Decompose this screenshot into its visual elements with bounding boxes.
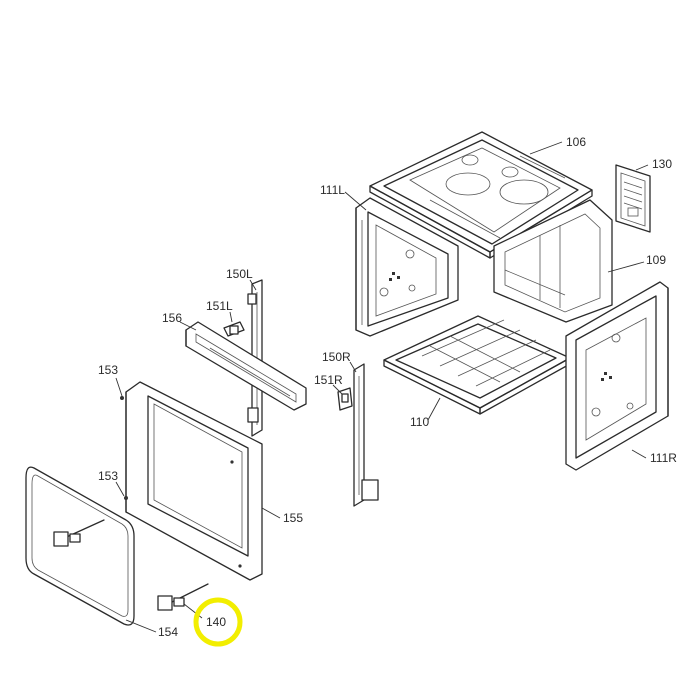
part-109-rear-wall	[493, 199, 613, 323]
part-156-door-top-frame	[185, 321, 307, 411]
callout-150R: 150R	[322, 350, 351, 364]
part-130-vent-cover	[615, 164, 651, 233]
highlight-ring	[193, 597, 243, 647]
callout-111L: 111L	[320, 183, 345, 197]
part-140-door-hinge-lower	[157, 583, 209, 611]
part-106-top-panel	[369, 131, 593, 259]
callout-155: 155	[283, 511, 303, 525]
callout-labels: 106 130 111L 109 150L 151L 156 150R 151R…	[98, 135, 677, 639]
callout-140: 140	[206, 615, 226, 629]
part-151L-left-hinge-bracket	[223, 321, 245, 337]
screw-153-upper	[120, 396, 124, 400]
part-154-outer-door-glass	[25, 466, 135, 626]
part-155-door-inner-frame	[125, 381, 263, 581]
part-150R-right-hinge-channel	[353, 363, 379, 507]
callout-151L: 151L	[206, 299, 233, 313]
part-110-oven-floor	[383, 315, 571, 415]
part-111L-left-side-wall	[355, 197, 459, 337]
callout-109: 109	[646, 253, 666, 267]
callout-110: 110	[410, 415, 429, 429]
callout-153-upper: 153	[98, 363, 118, 377]
callout-154: 154	[158, 625, 178, 639]
part-151R-right-hinge-bracket	[337, 387, 353, 411]
callout-151R: 151R	[314, 373, 343, 387]
callout-106: 106	[566, 135, 586, 149]
callout-111R: 111R	[650, 451, 677, 465]
part-111R-right-side-wall	[565, 281, 669, 471]
callout-150L: 150L	[226, 267, 253, 281]
callout-153-lower: 153	[98, 469, 118, 483]
part-140-door-hinge-upper	[53, 519, 105, 547]
screw-153-lower	[124, 496, 128, 500]
callout-156: 156	[162, 311, 182, 325]
callout-130: 130	[652, 157, 672, 171]
